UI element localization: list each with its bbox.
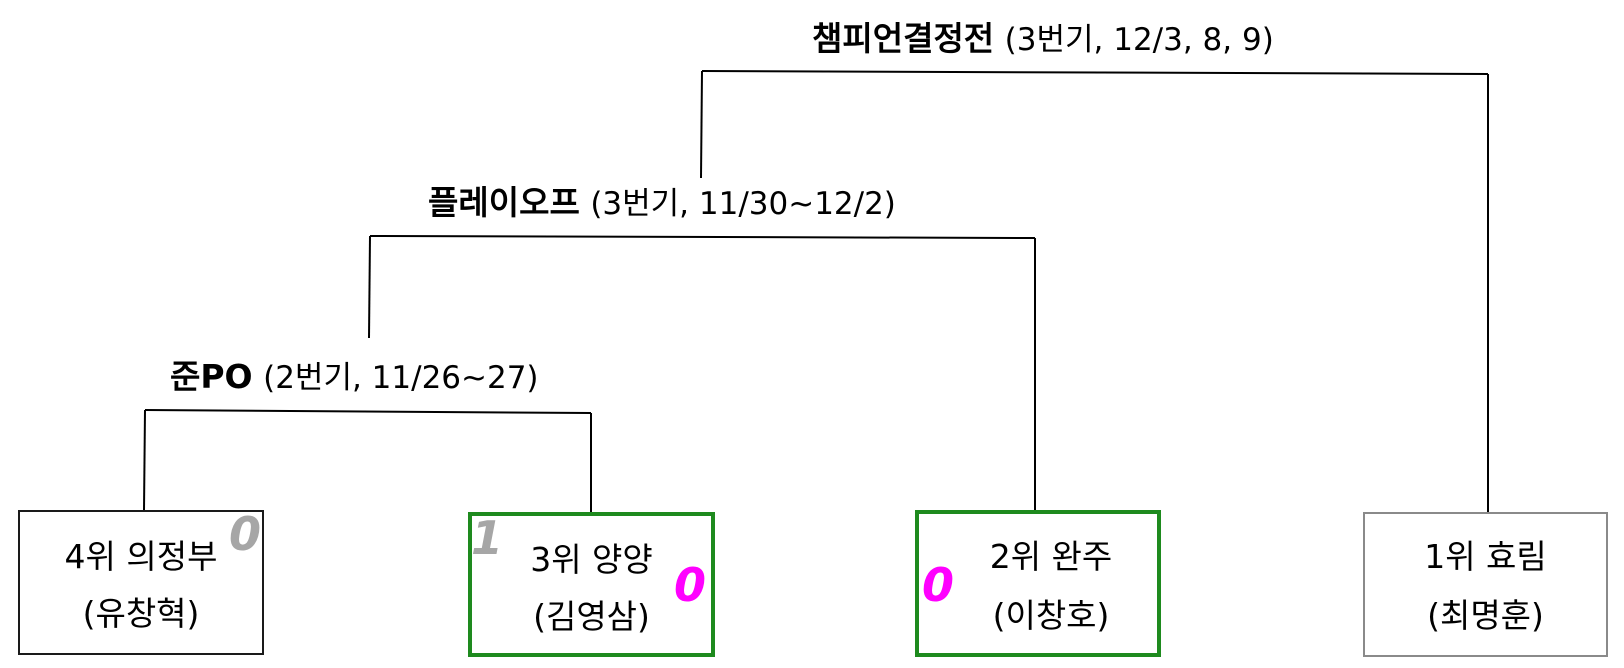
team-box-yangyang: 3위 양양 (김영삼) bbox=[468, 512, 715, 657]
playoff-round-title: 플레이오프 (3번기, 11/30~12/2) bbox=[428, 183, 896, 224]
team-seed-label: 3위 양양 bbox=[530, 540, 653, 579]
semi-bracket-top bbox=[144, 409, 592, 414]
team-box-wanju: 2위 완주 (이창호) bbox=[915, 510, 1161, 657]
playoff-round-name: 플레이오프 bbox=[428, 183, 580, 222]
playoff-round-detail: (3번기, 11/30~12/2) bbox=[590, 186, 896, 222]
team-seed-label: 4위 의정부 bbox=[64, 537, 218, 576]
score-yangyang-semi: 1 bbox=[471, 511, 504, 565]
final-round-detail: (3번기, 12/3, 8, 9) bbox=[1004, 22, 1274, 58]
team-coach-label: (유창혁) bbox=[82, 594, 200, 633]
final-round-title: 챔피언결정전 (3번기, 12/3, 8, 9) bbox=[812, 19, 1274, 60]
semi-bracket-left-drop bbox=[143, 409, 146, 511]
playoff-bracket-top bbox=[369, 235, 1036, 239]
team-coach-label: (김영삼) bbox=[533, 597, 650, 636]
team-coach-label: (이창호) bbox=[992, 596, 1110, 635]
final-bracket-left-drop bbox=[700, 70, 703, 179]
team-box-uijeongbu: 4위 의정부 (유창혁) bbox=[18, 510, 264, 655]
playoff-bracket-left-drop bbox=[368, 235, 371, 339]
team-box-hyorim: 1위 효림 (최명훈) bbox=[1363, 512, 1608, 657]
semi-po-round-detail: (2번기, 11/26~27) bbox=[263, 360, 539, 396]
semi-po-round-name: 준PO bbox=[170, 357, 253, 396]
final-bracket-top bbox=[701, 70, 1489, 75]
score-yangyang-playoff: 0 bbox=[674, 558, 707, 612]
team-coach-label: (최명훈) bbox=[1427, 596, 1544, 635]
final-round-name: 챔피언결정전 bbox=[812, 19, 995, 58]
semi-po-round-title: 준PO (2번기, 11/26~27) bbox=[170, 357, 539, 398]
team-seed-label: 1위 효림 bbox=[1424, 537, 1547, 576]
score-wanju-playoff: 0 bbox=[922, 558, 955, 612]
score-uijeongbu-semi: 0 bbox=[229, 507, 262, 561]
team-seed-label: 2위 완주 bbox=[989, 537, 1113, 576]
